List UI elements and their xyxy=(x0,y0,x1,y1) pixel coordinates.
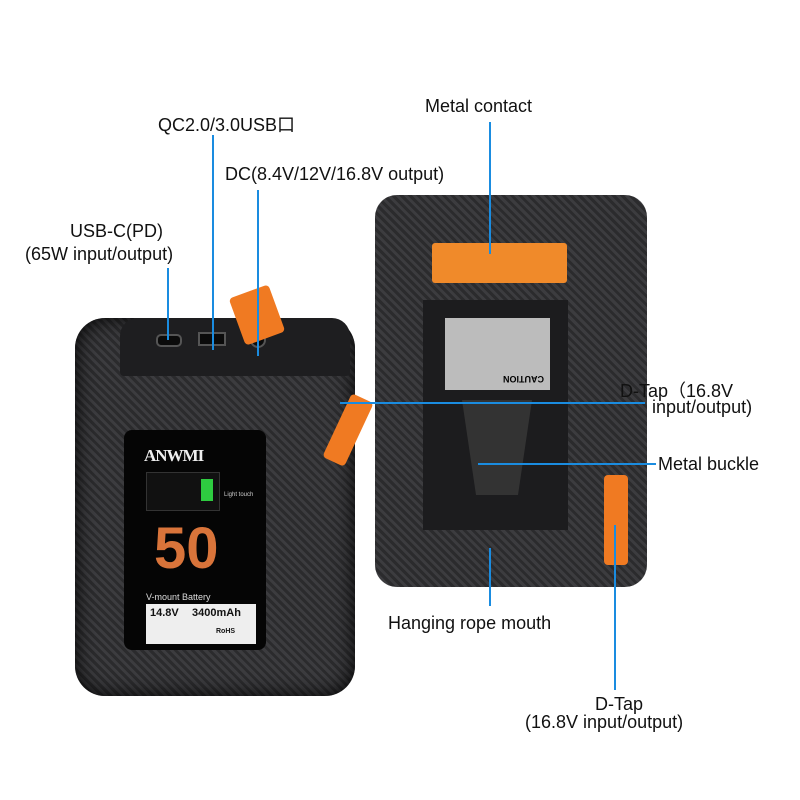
label-dtap-bottom: D-Tap xyxy=(595,694,644,714)
label-metal-buckle: Metal buckle xyxy=(658,454,760,474)
capacity-number: 50 xyxy=(154,516,219,581)
battery-level-icon xyxy=(201,479,213,501)
label-qc-usb: QC2.0/3.0USB口 xyxy=(158,115,296,135)
battery-top-ports xyxy=(120,318,350,376)
label-hanging-rope: Hanging rope mouth xyxy=(388,613,552,633)
leader-line xyxy=(489,122,491,254)
rohs-mark: RoHS xyxy=(216,628,236,635)
capacity: 3400mAh xyxy=(192,607,241,619)
label-dtap-bottom-spec: (16.8V input/output) xyxy=(525,712,684,732)
caution-text: CAUTION xyxy=(503,374,544,384)
caution-sticker: CAUTION xyxy=(445,318,550,390)
label-usbc: USB-C(PD) xyxy=(70,221,163,241)
voltage: 14.8V xyxy=(150,607,179,619)
dtap-port-back xyxy=(604,475,628,565)
leader-line xyxy=(212,135,214,350)
light-touch-label: Light touch xyxy=(224,492,254,498)
leader-line xyxy=(340,402,645,404)
label-dtap-side: D-Tap（16.8V xyxy=(620,381,734,401)
label-usbc-spec: (65W input/output) xyxy=(25,244,174,264)
metal-contact xyxy=(432,243,567,283)
label-metal-contact: Metal contact xyxy=(425,96,533,116)
battery-type: V-mount Battery xyxy=(146,592,211,602)
leader-line xyxy=(489,548,491,606)
leader-line xyxy=(257,190,259,356)
battery-label-panel: ANWMI Light touch 50 V-mount Battery 14.… xyxy=(124,430,266,650)
leader-line xyxy=(167,268,169,340)
leader-line xyxy=(614,525,616,690)
display-screen xyxy=(146,472,220,511)
leader-line xyxy=(478,463,656,465)
brand-logo: ANWMI xyxy=(144,446,204,465)
label-dtap-side-spec: input/output) xyxy=(652,397,753,417)
label-dc: DC(8.4V/12V/16.8V output) xyxy=(225,164,445,184)
usb-c-port xyxy=(156,334,182,347)
spec-box: 14.8V 3400mAh RoHS xyxy=(146,604,256,644)
